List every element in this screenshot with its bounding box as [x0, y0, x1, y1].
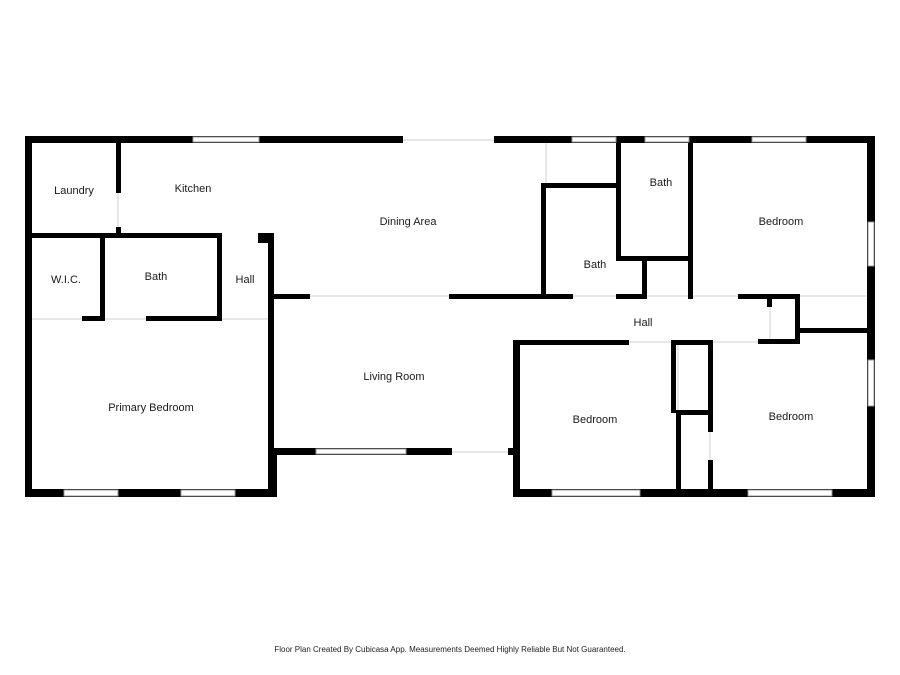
interior-walls — [25, 143, 875, 490]
room-label-hall-left: Hall — [236, 274, 255, 286]
room-label-living-room: Living Room — [363, 371, 424, 383]
room-label-bedroom-top-right: Bedroom — [759, 216, 804, 228]
room-label-bath-center: Bath — [584, 259, 607, 271]
room-label-bath-primary: Bath — [145, 271, 168, 283]
room-label-dining-area: Dining Area — [380, 216, 438, 228]
windows — [63, 136, 875, 497]
room-label-primary-bedroom: Primary Bedroom — [108, 402, 194, 414]
openings — [32, 139, 867, 460]
room-labels: Laundry Kitchen Dining Area Bath Bedroom… — [51, 177, 813, 426]
room-label-bedroom-center: Bedroom — [573, 414, 618, 426]
room-label-bath-top: Bath — [650, 177, 673, 189]
room-label-laundry: Laundry — [54, 185, 94, 197]
room-label-wic: W.I.C. — [51, 274, 81, 286]
room-label-hall-right: Hall — [634, 317, 653, 329]
room-label-bedroom-bottom-right: Bedroom — [769, 411, 814, 423]
footer-disclaimer: Floor Plan Created By Cubicasa App. Meas… — [274, 645, 626, 654]
room-label-kitchen: Kitchen — [175, 183, 212, 195]
